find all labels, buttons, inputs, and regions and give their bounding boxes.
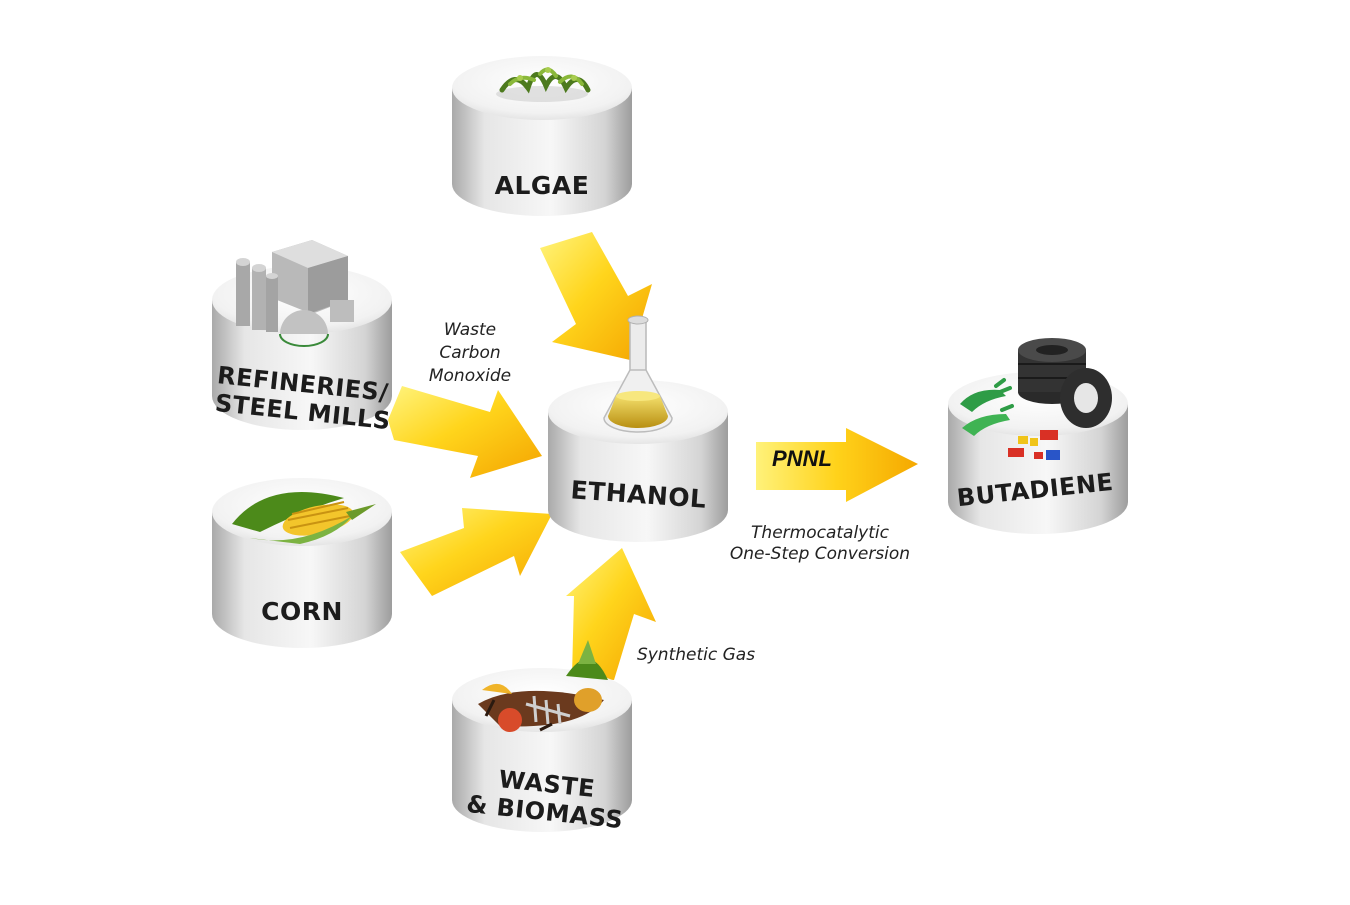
gloves-icon <box>960 378 1014 436</box>
annotation-conversion-line1: Thermocatalytic <box>751 523 890 543</box>
algae-label: ALGAE <box>495 171 590 200</box>
annotation-waste-co-line2: Carbon <box>439 343 500 363</box>
corn-label: CORN <box>261 597 343 626</box>
arrow-corn-to-ethanol <box>400 508 552 596</box>
toy-bricks-icon <box>1008 430 1060 460</box>
corn-icon <box>232 491 376 544</box>
node-corn: CORN <box>212 478 392 648</box>
node-refineries: REFINERIES/ STEEL MILLS <box>212 240 392 435</box>
arrow-algae-to-ethanol <box>540 232 652 360</box>
annotation-waste-carbon-monoxide: Waste Carbon Monoxide <box>429 320 511 386</box>
annotation-conversion-line2: One-Step Conversion <box>730 544 910 564</box>
annotation-waste-co-line3: Monoxide <box>429 366 511 386</box>
flask-icon <box>603 315 673 433</box>
node-butadiene: BUTADIENE <box>948 338 1128 534</box>
arrow-refineries-to-ethanol <box>388 386 542 478</box>
tires-icon <box>1018 338 1112 428</box>
annotation-conversion: Thermocatalytic One-Step Conversion <box>730 523 910 564</box>
arrow-ethanol-to-butadiene <box>756 428 918 502</box>
node-ethanol: ETHANOL <box>548 315 728 542</box>
pnnl-label: PNNL <box>772 446 832 471</box>
compost-icon <box>478 640 608 732</box>
node-algae: ALGAE <box>452 56 632 216</box>
factory-icon <box>236 240 354 347</box>
annotation-synthetic-gas: Synthetic Gas <box>637 645 755 665</box>
annotation-waste-co-line1: Waste <box>444 320 496 340</box>
algae-icon <box>496 67 591 102</box>
